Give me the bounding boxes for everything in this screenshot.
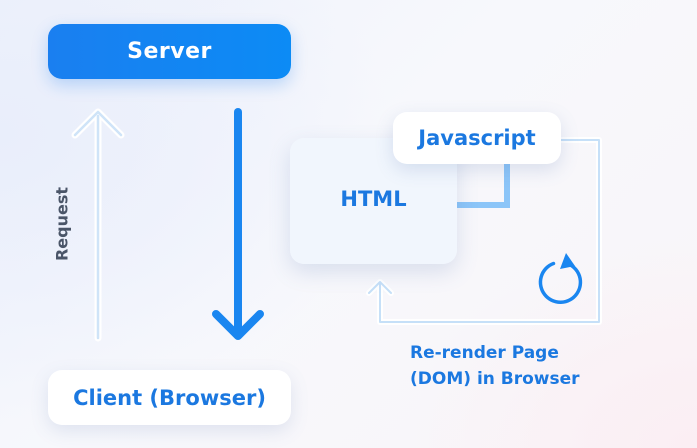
server-label: Server xyxy=(127,39,212,64)
javascript-card: Javascript xyxy=(393,112,561,164)
javascript-label: Javascript xyxy=(418,126,536,150)
refresh-icon xyxy=(538,253,583,304)
js-html-connector xyxy=(457,164,510,208)
rerender-line-2: (DOM) in Browser xyxy=(410,369,580,389)
client-box: Client (Browser) xyxy=(48,370,291,425)
rerender-line-1: Re-render Page xyxy=(410,343,559,363)
html-label: HTML xyxy=(340,187,407,211)
rerender-loop xyxy=(366,137,602,325)
response-arrow-icon xyxy=(212,108,264,340)
server-box: Server xyxy=(48,24,291,79)
client-label: Client (Browser) xyxy=(73,385,266,410)
request-label: Request xyxy=(52,186,72,262)
request-arrow-icon xyxy=(71,108,125,342)
rerender-caption: Re-render Page (DOM) in Browser xyxy=(410,340,610,392)
